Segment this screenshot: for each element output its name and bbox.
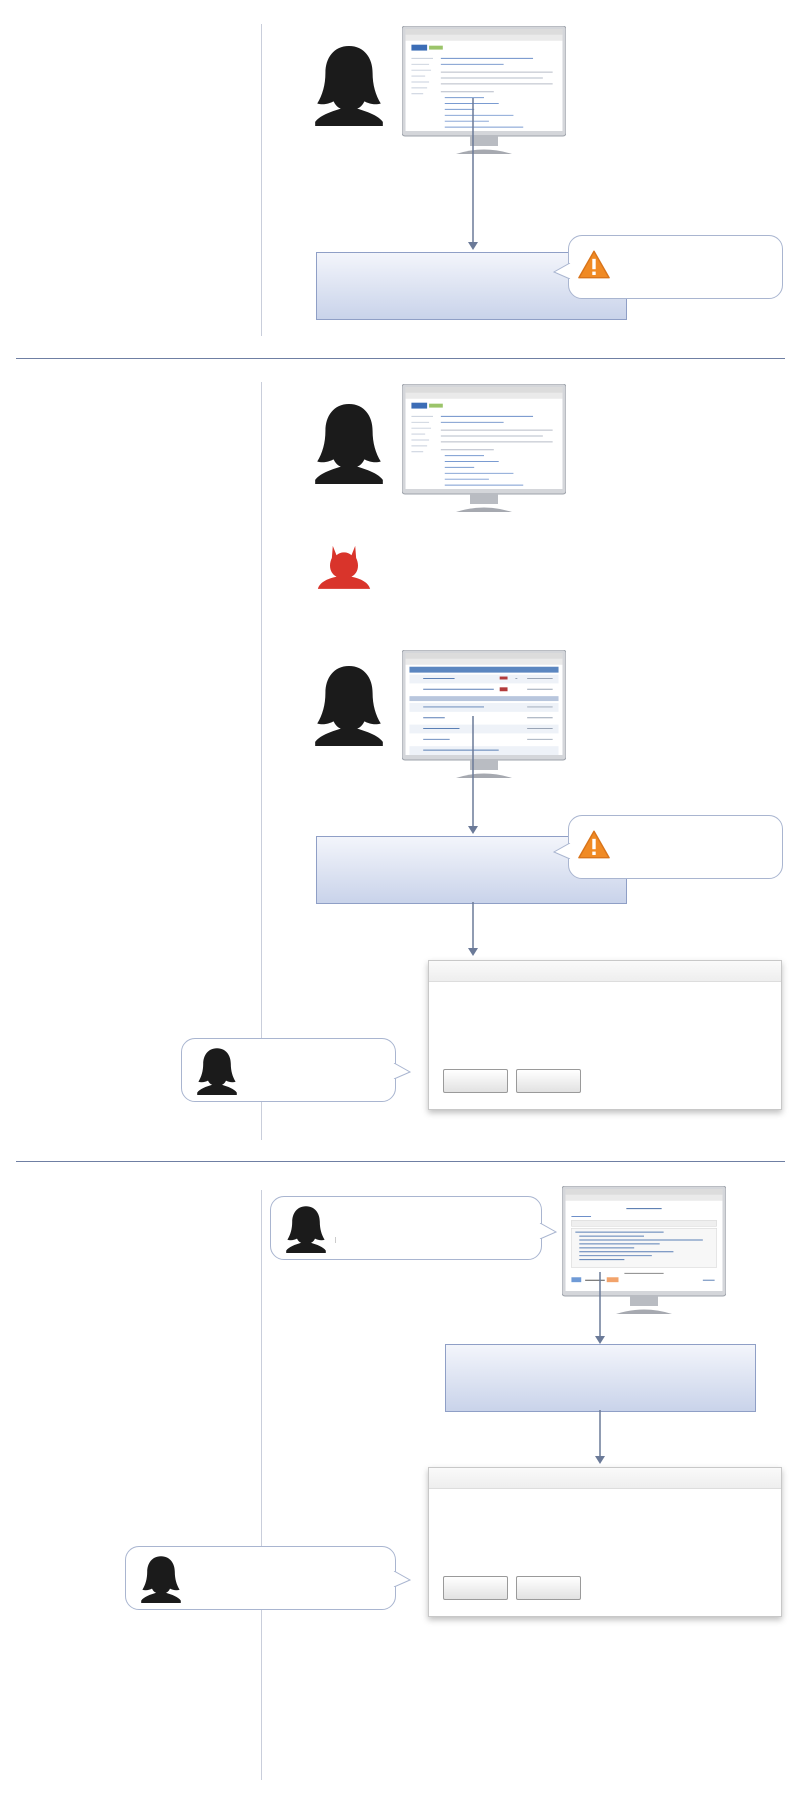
user-icon bbox=[138, 1555, 184, 1603]
monitor-icon bbox=[401, 649, 567, 780]
warning-icon bbox=[577, 829, 611, 860]
user-request-callout bbox=[270, 1196, 557, 1260]
dialog-button-primary[interactable] bbox=[443, 1576, 508, 1600]
dialog-button-secondary[interactable] bbox=[516, 1576, 581, 1600]
dialog-window bbox=[428, 1467, 782, 1617]
flow-arrow bbox=[595, 1410, 605, 1464]
warning-callout bbox=[553, 815, 783, 879]
user-response-callout bbox=[125, 1546, 411, 1610]
dialog-titlebar bbox=[429, 961, 781, 982]
user-icon bbox=[310, 664, 388, 746]
monitor-icon bbox=[401, 25, 567, 156]
user-icon bbox=[194, 1047, 240, 1095]
lane-line bbox=[261, 24, 262, 336]
user-icon bbox=[310, 402, 388, 484]
user-response-callout bbox=[181, 1038, 411, 1102]
flow-arrow bbox=[468, 98, 478, 250]
flow-arrow bbox=[468, 716, 478, 834]
monitor-icon bbox=[561, 1185, 727, 1316]
user-icon bbox=[310, 44, 388, 126]
dialog-button-secondary[interactable] bbox=[516, 1069, 581, 1093]
dialog-window bbox=[428, 960, 782, 1110]
attacker-devil-icon bbox=[316, 542, 372, 589]
section-separator bbox=[16, 1161, 785, 1162]
section-separator bbox=[16, 358, 785, 359]
flow-arrow bbox=[468, 902, 478, 956]
monitor-icon bbox=[401, 383, 567, 514]
dialog-titlebar bbox=[429, 1468, 781, 1489]
text-cursor bbox=[335, 1237, 336, 1243]
warning-callout bbox=[553, 235, 783, 299]
lane-line bbox=[261, 1190, 262, 1780]
user-icon bbox=[283, 1205, 329, 1253]
warning-icon bbox=[577, 249, 611, 280]
dialog-button-primary[interactable] bbox=[443, 1069, 508, 1093]
flow-arrow bbox=[595, 1272, 605, 1344]
process-box bbox=[445, 1344, 756, 1412]
lane-line bbox=[261, 382, 262, 1140]
